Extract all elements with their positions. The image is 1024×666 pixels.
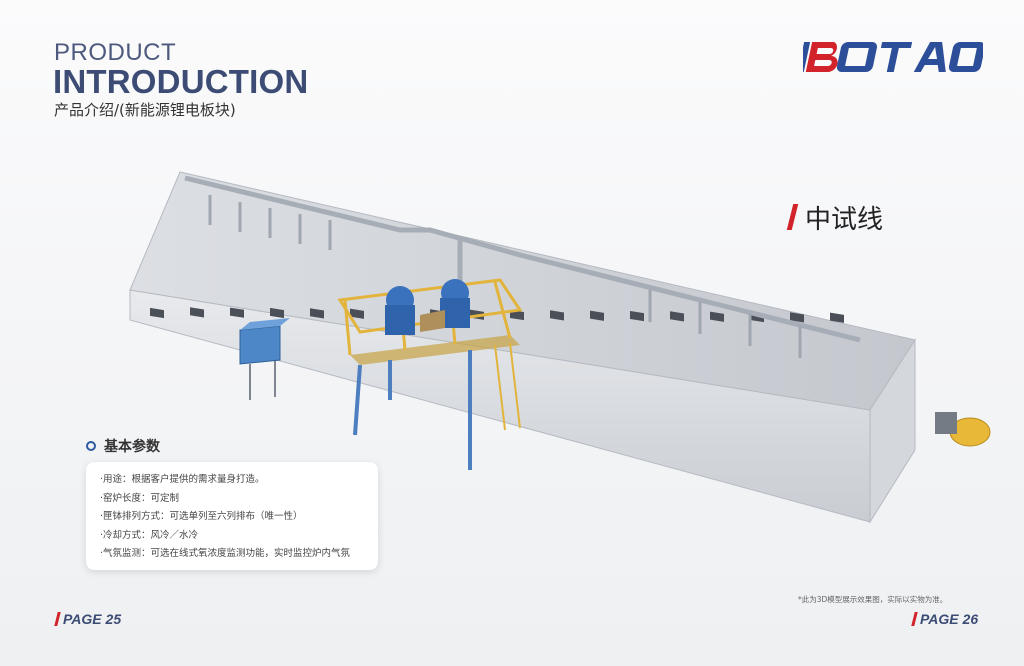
parameters-heading-text: 基本参数 — [104, 439, 160, 455]
page-number-left: PAGE 25 — [54, 611, 122, 627]
parameter-item: ·窑炉长度：可定制 — [100, 492, 180, 504]
parameter-item: ·匣钵排列方式：可选单列至六列排布（唯一性） — [100, 511, 303, 523]
page-number-right-text: PAGE 26 — [920, 611, 979, 627]
red-bar-icon — [911, 612, 918, 626]
kiln-production-line-illustration — [129, 171, 991, 524]
section-title: 中试线 — [786, 200, 884, 235]
header-subtitle: 产品介绍/(新能源锂电板块) — [54, 101, 236, 119]
parameter-item: ·用途：根据客户提供的需求量身打造。 — [100, 474, 265, 485]
parameters-card: ·用途：根据客户提供的需求量身打造。 ·窑炉长度：可定制 ·匣钵排列方式：可选单… — [86, 462, 378, 570]
header-product: PRODUCT — [54, 39, 177, 66]
botao-logo-icon — [803, 42, 983, 72]
header-introduction: INTRODUCTION — [53, 63, 309, 100]
red-bar-icon — [54, 612, 61, 626]
parameters-heading: 基本参数 — [86, 436, 160, 456]
disclaimer-note: *此为3D模型展示效果图，实际以实物为准。 — [798, 595, 948, 604]
section-title-text: 中试线 — [805, 204, 884, 235]
circle-bullet-icon — [86, 441, 96, 451]
parameter-item: ·冷却方式：风冷／水冷 — [100, 529, 199, 541]
page-number-right: PAGE 26 — [911, 611, 979, 627]
parameter-item: ·气氛监测：可选在线式氧浓度监测功能，实时监控炉内气氛 — [100, 548, 351, 560]
page-number-left-text: PAGE 25 — [63, 611, 122, 627]
